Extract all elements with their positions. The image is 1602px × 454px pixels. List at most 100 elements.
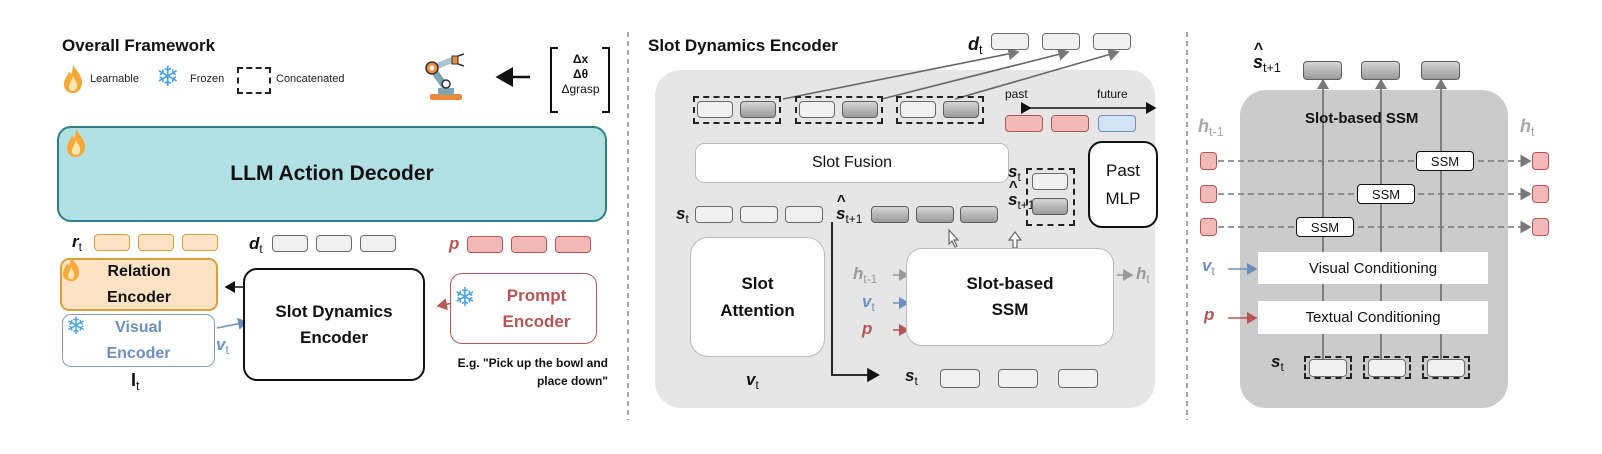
- slot-dynamics-label-2: Encoder: [299, 327, 369, 347]
- predicted-slot-token: [871, 206, 909, 223]
- slot-dynamics-title: Slot Dynamics Encoder: [648, 36, 838, 55]
- ssm-block[interactable]: SSM: [1416, 151, 1474, 171]
- slot-token: [1058, 369, 1098, 388]
- v-t-symbol: vt: [862, 292, 875, 315]
- flame-icon: [64, 65, 83, 93]
- dynamics-token: [1042, 33, 1080, 50]
- visual-encoder-label-1: Visual: [115, 318, 162, 336]
- predicted-slot-token: [842, 101, 878, 118]
- slot-based-ssm[interactable]: Slot-based SSM: [906, 248, 1114, 346]
- snowflake-icon: ❄: [156, 61, 180, 92]
- slot-token: [785, 206, 823, 223]
- predicted-slot-token: [1361, 61, 1400, 80]
- hidden-state-token: [1200, 185, 1217, 203]
- visual-conditioning-label: Visual Conditioning: [1308, 259, 1438, 277]
- slot-token: [695, 206, 733, 223]
- prompt-encoder-label-2: Encoder: [502, 311, 571, 331]
- snowflake-icon: ❄: [66, 313, 87, 340]
- relation-token: [94, 234, 130, 251]
- concat-pair: [1304, 356, 1352, 379]
- llm-action-decoder-label: LLM Action Decoder: [230, 162, 434, 185]
- textual-conditioning-label: Textual Conditioning: [1305, 309, 1441, 326]
- concat-pair: [795, 96, 883, 124]
- prompt-encoder[interactable]: Prompt Encoder: [450, 273, 597, 344]
- example-prompt: E.g. "Pick up the bowl and place down": [430, 354, 608, 390]
- future-token: [1098, 115, 1136, 132]
- past-label: past: [1005, 87, 1028, 101]
- textual-conditioning[interactable]: Textual Conditioning: [1258, 301, 1488, 334]
- d-t-symbol: dt: [968, 34, 983, 58]
- slot-token: [900, 101, 936, 118]
- flame-icon: [67, 129, 86, 157]
- past-mlp[interactable]: Past MLP: [1088, 141, 1158, 228]
- p-symbol: p: [862, 319, 873, 338]
- prompt-token: [555, 236, 591, 253]
- predicted-slot-token: [960, 206, 998, 223]
- robot-arm-icon: [425, 53, 465, 100]
- predicted-slot-token: [1032, 198, 1068, 215]
- concat-pair: [1422, 356, 1470, 379]
- relation-token: [182, 234, 218, 251]
- s-t-symbol: st: [1271, 352, 1284, 375]
- relation-encoder[interactable]: Relation Encoder: [60, 258, 218, 311]
- slot-attention[interactable]: Slot Attention: [690, 237, 825, 357]
- ssm-block[interactable]: SSM: [1296, 217, 1354, 237]
- legend: Learnable ❄ Frozen Concatenated: [62, 62, 362, 96]
- prompt-token: [511, 236, 547, 253]
- hidden-state-token: [1200, 152, 1217, 170]
- slot-ssm-panel-title: Slot-based SSM: [1305, 110, 1419, 127]
- legend-frozen-label: Frozen: [190, 73, 225, 85]
- concat-pair: [1026, 168, 1075, 226]
- ssm-block[interactable]: SSM: [1357, 184, 1415, 204]
- legend-learnable-label: Learnable: [90, 73, 139, 85]
- action-vector: Δx Δθ Δgrasp: [553, 52, 608, 97]
- h-t-symbol: ht: [1520, 116, 1535, 140]
- action-dtheta: Δθ: [572, 67, 589, 81]
- action-dx: Δx: [572, 52, 589, 66]
- flame-icon: [63, 257, 80, 281]
- ssm-block-label: SSM: [1371, 186, 1401, 202]
- I-t-symbol: It: [131, 370, 140, 394]
- hidden-state-token: [1532, 185, 1549, 203]
- action-dgrasp: Δgrasp: [561, 82, 600, 96]
- concat-pair: [896, 96, 984, 124]
- slot-ssm-label-1: Slot-based: [966, 274, 1054, 293]
- p-symbol: p: [449, 234, 460, 253]
- llm-action-decoder[interactable]: LLM Action Decoder: [57, 126, 607, 222]
- dynamics-token: [272, 235, 308, 252]
- snowflake-icon: ❄: [454, 282, 476, 312]
- slot-fusion[interactable]: Slot Fusion: [695, 143, 1009, 183]
- slot-fusion-label: Slot Fusion: [811, 154, 893, 171]
- v-t-symbol: vt: [1202, 256, 1215, 279]
- p-symbol: p: [1204, 305, 1215, 324]
- relation-encoder-label-1: Relation: [107, 262, 171, 280]
- hidden-state-token: [1532, 152, 1549, 170]
- past-token: [1051, 115, 1089, 132]
- s-hat-t-plus-1-symbol: st+1: [836, 193, 862, 227]
- slot-token: [799, 101, 835, 118]
- s-t-symbol: st: [676, 204, 689, 227]
- slot-token: [740, 206, 778, 223]
- visual-conditioning[interactable]: Visual Conditioning: [1258, 252, 1488, 284]
- overall-framework-title: Overall Framework: [62, 36, 216, 55]
- v-t-symbol: vt: [216, 335, 229, 358]
- slot-token: [697, 101, 733, 118]
- dynamics-token: [360, 235, 396, 252]
- slot-dynamics-encoder[interactable]: Slot Dynamics Encoder: [243, 268, 425, 381]
- h-t-minus-1-symbol: ht-1: [853, 264, 878, 287]
- bracket-right: [602, 47, 610, 113]
- visual-encoder[interactable]: Visual Encoder: [62, 314, 215, 367]
- past-mlp-label-1: Past: [1105, 160, 1141, 180]
- visual-encoder-label-2: Encoder: [106, 344, 171, 362]
- slot-attention-label-1: Slot: [741, 274, 774, 293]
- legend-concatenated-label: Concatenated: [276, 73, 345, 85]
- ssm-block-label: SSM: [1430, 153, 1460, 169]
- relation-token: [138, 234, 174, 251]
- predicted-slot-token: [740, 101, 776, 118]
- example-prompt-line-2: place down": [536, 374, 608, 388]
- r-t-symbol: rt: [72, 232, 82, 255]
- predicted-slot-token: [1303, 61, 1342, 80]
- past-token: [1005, 115, 1043, 132]
- cursor-arrow-icon: [948, 228, 960, 248]
- slot-token: [1032, 173, 1068, 190]
